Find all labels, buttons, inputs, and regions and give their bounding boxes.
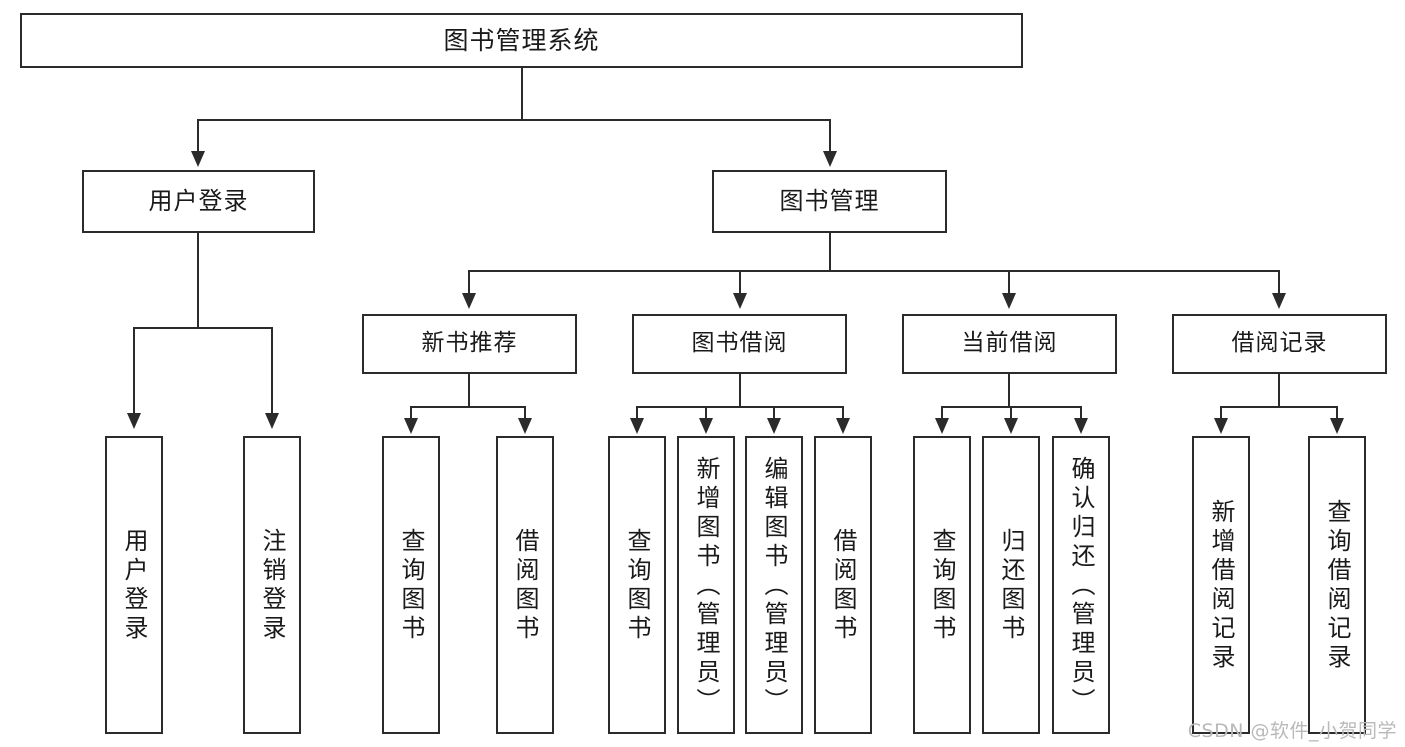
arrowhead-leaf-borrow-book-1 xyxy=(518,418,532,434)
connector-drop-leaf-borrow-book-2 xyxy=(842,406,844,420)
connector-drop-leaf-confirm-return xyxy=(1080,406,1082,420)
arrowhead-leaf-confirm-return xyxy=(1074,418,1088,434)
node-leaf-logout-login[interactable]: 注销登录 xyxy=(243,436,301,734)
node-current-borrow[interactable]: 当前借阅 xyxy=(902,314,1117,374)
connector-drop-leaf-query-record xyxy=(1336,406,1338,420)
arrowhead-book-borrow xyxy=(733,293,747,309)
arrowhead-new-book-recommend xyxy=(462,293,476,309)
node-new-book-recommend[interactable]: 新书推荐 xyxy=(362,314,577,374)
node-label: 用户登录 xyxy=(120,528,148,644)
arrowhead-leaf-user-login xyxy=(127,413,141,429)
arrowhead-leaf-return-book xyxy=(1004,418,1018,434)
node-label: 查询借阅记录 xyxy=(1323,499,1351,673)
node-leaf-return-book[interactable]: 归还图书 xyxy=(982,436,1040,734)
connector-drop-book-borrow xyxy=(739,270,741,295)
arrowhead-leaf-borrow-book-2 xyxy=(836,418,850,434)
connector-bus-user-login xyxy=(133,327,273,329)
connector-drop-current-borrow xyxy=(1008,270,1010,295)
node-label: 注销登录 xyxy=(258,528,286,644)
node-label: 确认归还（管理员） xyxy=(1067,455,1095,717)
node-label: 新增借阅记录 xyxy=(1207,499,1235,673)
node-label: 借阅图书 xyxy=(829,528,857,644)
node-label: 查询图书 xyxy=(623,528,651,644)
node-leaf-borrow-book-1[interactable]: 借阅图书 xyxy=(496,436,554,734)
connector-drop-leaf-query-book-2 xyxy=(636,406,638,420)
node-borrow-record[interactable]: 借阅记录 xyxy=(1172,314,1387,374)
arrowhead-leaf-query-book-2 xyxy=(630,418,644,434)
node-leaf-query-book-3[interactable]: 查询图书 xyxy=(913,436,971,734)
connector-stem-new-book-recommend xyxy=(468,374,470,408)
connector-drop-user-login xyxy=(197,119,199,153)
node-leaf-user-login[interactable]: 用户登录 xyxy=(105,436,163,734)
connector-drop-leaf-borrow-book-1 xyxy=(524,406,526,420)
node-label: 当前借阅 xyxy=(961,330,1058,357)
node-label: 用户登录 xyxy=(148,187,249,216)
node-label: 图书管理 xyxy=(779,187,880,216)
node-leaf-confirm-return[interactable]: 确认归还（管理员） xyxy=(1052,436,1110,734)
arrowhead-current-borrow xyxy=(1002,293,1016,309)
node-label: 新书推荐 xyxy=(421,330,518,357)
connector-bus-book-manage xyxy=(468,270,1280,272)
arrowhead-leaf-query-record xyxy=(1330,418,1344,434)
node-leaf-borrow-book-2[interactable]: 借阅图书 xyxy=(814,436,872,734)
connector-stem-current-borrow xyxy=(1008,374,1010,408)
connector-drop-leaf-user-login xyxy=(133,327,135,415)
node-label: 借阅记录 xyxy=(1231,330,1328,357)
arrowhead-leaf-query-book-1 xyxy=(404,418,418,434)
node-label: 编辑图书（管理员） xyxy=(760,455,788,717)
node-label: 新增图书（管理员） xyxy=(692,455,720,717)
connector-stem-user-login xyxy=(197,233,199,329)
arrowhead-leaf-edit-book xyxy=(767,418,781,434)
connector-bus-new-book-recommend xyxy=(410,406,526,408)
connector-root-bus xyxy=(197,119,831,121)
node-leaf-add-book[interactable]: 新增图书（管理员） xyxy=(677,436,735,734)
connector-drop-leaf-add-book xyxy=(705,406,707,420)
node-label: 图书借阅 xyxy=(691,330,788,357)
csdn-watermark: CSDN @软件_小贺同学 xyxy=(1187,720,1397,742)
connector-drop-leaf-add-record xyxy=(1220,406,1222,420)
arrowhead-borrow-record xyxy=(1272,293,1286,309)
connector-stem-book-borrow xyxy=(739,374,741,408)
connector-stem-book-manage xyxy=(829,233,831,272)
connector-drop-book-manage xyxy=(829,119,831,153)
node-leaf-edit-book[interactable]: 编辑图书（管理员） xyxy=(745,436,803,734)
arrowhead-leaf-add-book xyxy=(699,418,713,434)
connector-drop-new-book-recommend xyxy=(468,270,470,295)
connector-drop-borrow-record xyxy=(1278,270,1280,295)
connector-bus-book-borrow xyxy=(636,406,844,408)
node-leaf-query-book-2[interactable]: 查询图书 xyxy=(608,436,666,734)
arrowhead-user-login xyxy=(191,151,205,167)
node-label: 借阅图书 xyxy=(511,528,539,644)
node-leaf-add-record[interactable]: 新增借阅记录 xyxy=(1192,436,1250,734)
node-book-borrow[interactable]: 图书借阅 xyxy=(632,314,847,374)
connector-bus-borrow-record xyxy=(1220,406,1338,408)
arrowhead-leaf-add-record xyxy=(1214,418,1228,434)
connector-drop-leaf-return-book xyxy=(1010,406,1012,420)
arrowhead-book-manage xyxy=(823,151,837,167)
connector-drop-leaf-query-book-3 xyxy=(941,406,943,420)
node-user-login[interactable]: 用户登录 xyxy=(82,170,315,233)
node-leaf-query-book-1[interactable]: 查询图书 xyxy=(382,436,440,734)
connector-drop-leaf-edit-book xyxy=(773,406,775,420)
node-label: 图书管理系统 xyxy=(443,25,600,55)
connector-root-stem xyxy=(521,68,523,120)
connector-drop-leaf-query-book-1 xyxy=(410,406,412,420)
connector-drop-leaf-logout-login xyxy=(271,327,273,415)
node-root-system[interactable]: 图书管理系统 xyxy=(20,13,1023,68)
node-label: 归还图书 xyxy=(997,528,1025,644)
node-label: 查询图书 xyxy=(397,528,425,644)
node-book-manage[interactable]: 图书管理 xyxy=(712,170,947,233)
node-leaf-query-record[interactable]: 查询借阅记录 xyxy=(1308,436,1366,734)
arrowhead-leaf-query-book-3 xyxy=(935,418,949,434)
connector-stem-borrow-record xyxy=(1278,374,1280,408)
node-label: 查询图书 xyxy=(928,528,956,644)
arrowhead-leaf-logout-login xyxy=(265,413,279,429)
